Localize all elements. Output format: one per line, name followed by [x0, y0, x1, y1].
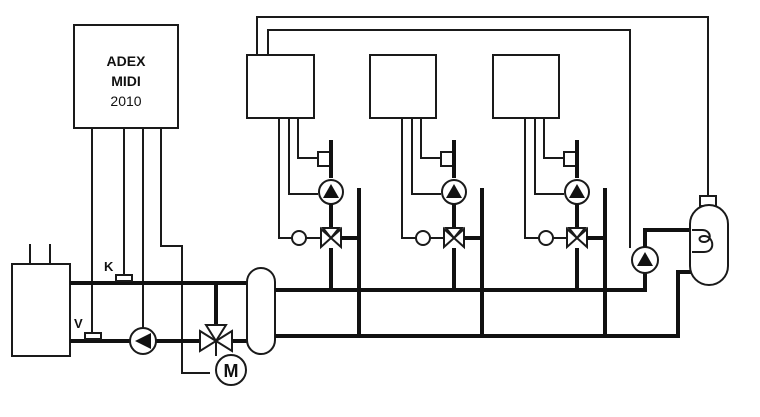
heating-zone-2 [369, 54, 484, 336]
controller-wires [91, 128, 210, 374]
room-thermostat-icon [317, 151, 331, 167]
controller-name-line2: MIDI [111, 73, 141, 89]
return-sensor-label: V [74, 316, 83, 331]
controller-year: 2010 [110, 93, 141, 109]
separator-icon [246, 267, 276, 355]
supply-sensor-icon [115, 274, 133, 282]
zone-controller-2 [369, 54, 437, 119]
controller-box [73, 24, 179, 129]
hot-water-tank-icon [689, 204, 729, 286]
room-thermostat-icon [440, 151, 454, 167]
room-thermostat-icon [563, 151, 577, 167]
three-way-valve-icon [199, 329, 218, 353]
heating-zone-3 [492, 54, 607, 336]
temperature-sensor-icon [538, 230, 554, 246]
controller-unit: ADEX MIDI 2010 [73, 24, 179, 129]
temperature-sensor-icon [415, 230, 431, 246]
hot-water-tank [689, 195, 729, 286]
three-way-valve-icon [443, 226, 456, 250]
zone-controller-3 [492, 54, 560, 119]
return-sensor-icon [84, 332, 102, 340]
boiler [11, 244, 71, 357]
supply-sensor: K [104, 259, 133, 282]
secondary-pipes [275, 270, 692, 338]
mixing-valve [199, 324, 233, 356]
three-way-valve-icon [566, 226, 579, 250]
zone-controller-1 [246, 54, 315, 119]
heating-zone-1 [246, 54, 361, 336]
pump-arrow [135, 333, 151, 349]
mixing-motor: M [215, 354, 247, 386]
motor-icon [215, 354, 247, 386]
hydraulic-separator [246, 267, 276, 355]
boiler-body [11, 263, 71, 357]
control-wires-top [256, 16, 709, 248]
supply-sensor-label: K [104, 259, 114, 274]
return-sensor: V [74, 316, 102, 340]
temperature-sensor-icon [291, 230, 307, 246]
dhw-circuit [631, 228, 692, 274]
primary-pump [129, 327, 157, 355]
three-way-valve-icon [320, 226, 333, 250]
tank-coil-icon [692, 229, 714, 253]
controller-name-line1: ADEX [107, 53, 147, 69]
motor-label: M [224, 361, 239, 381]
